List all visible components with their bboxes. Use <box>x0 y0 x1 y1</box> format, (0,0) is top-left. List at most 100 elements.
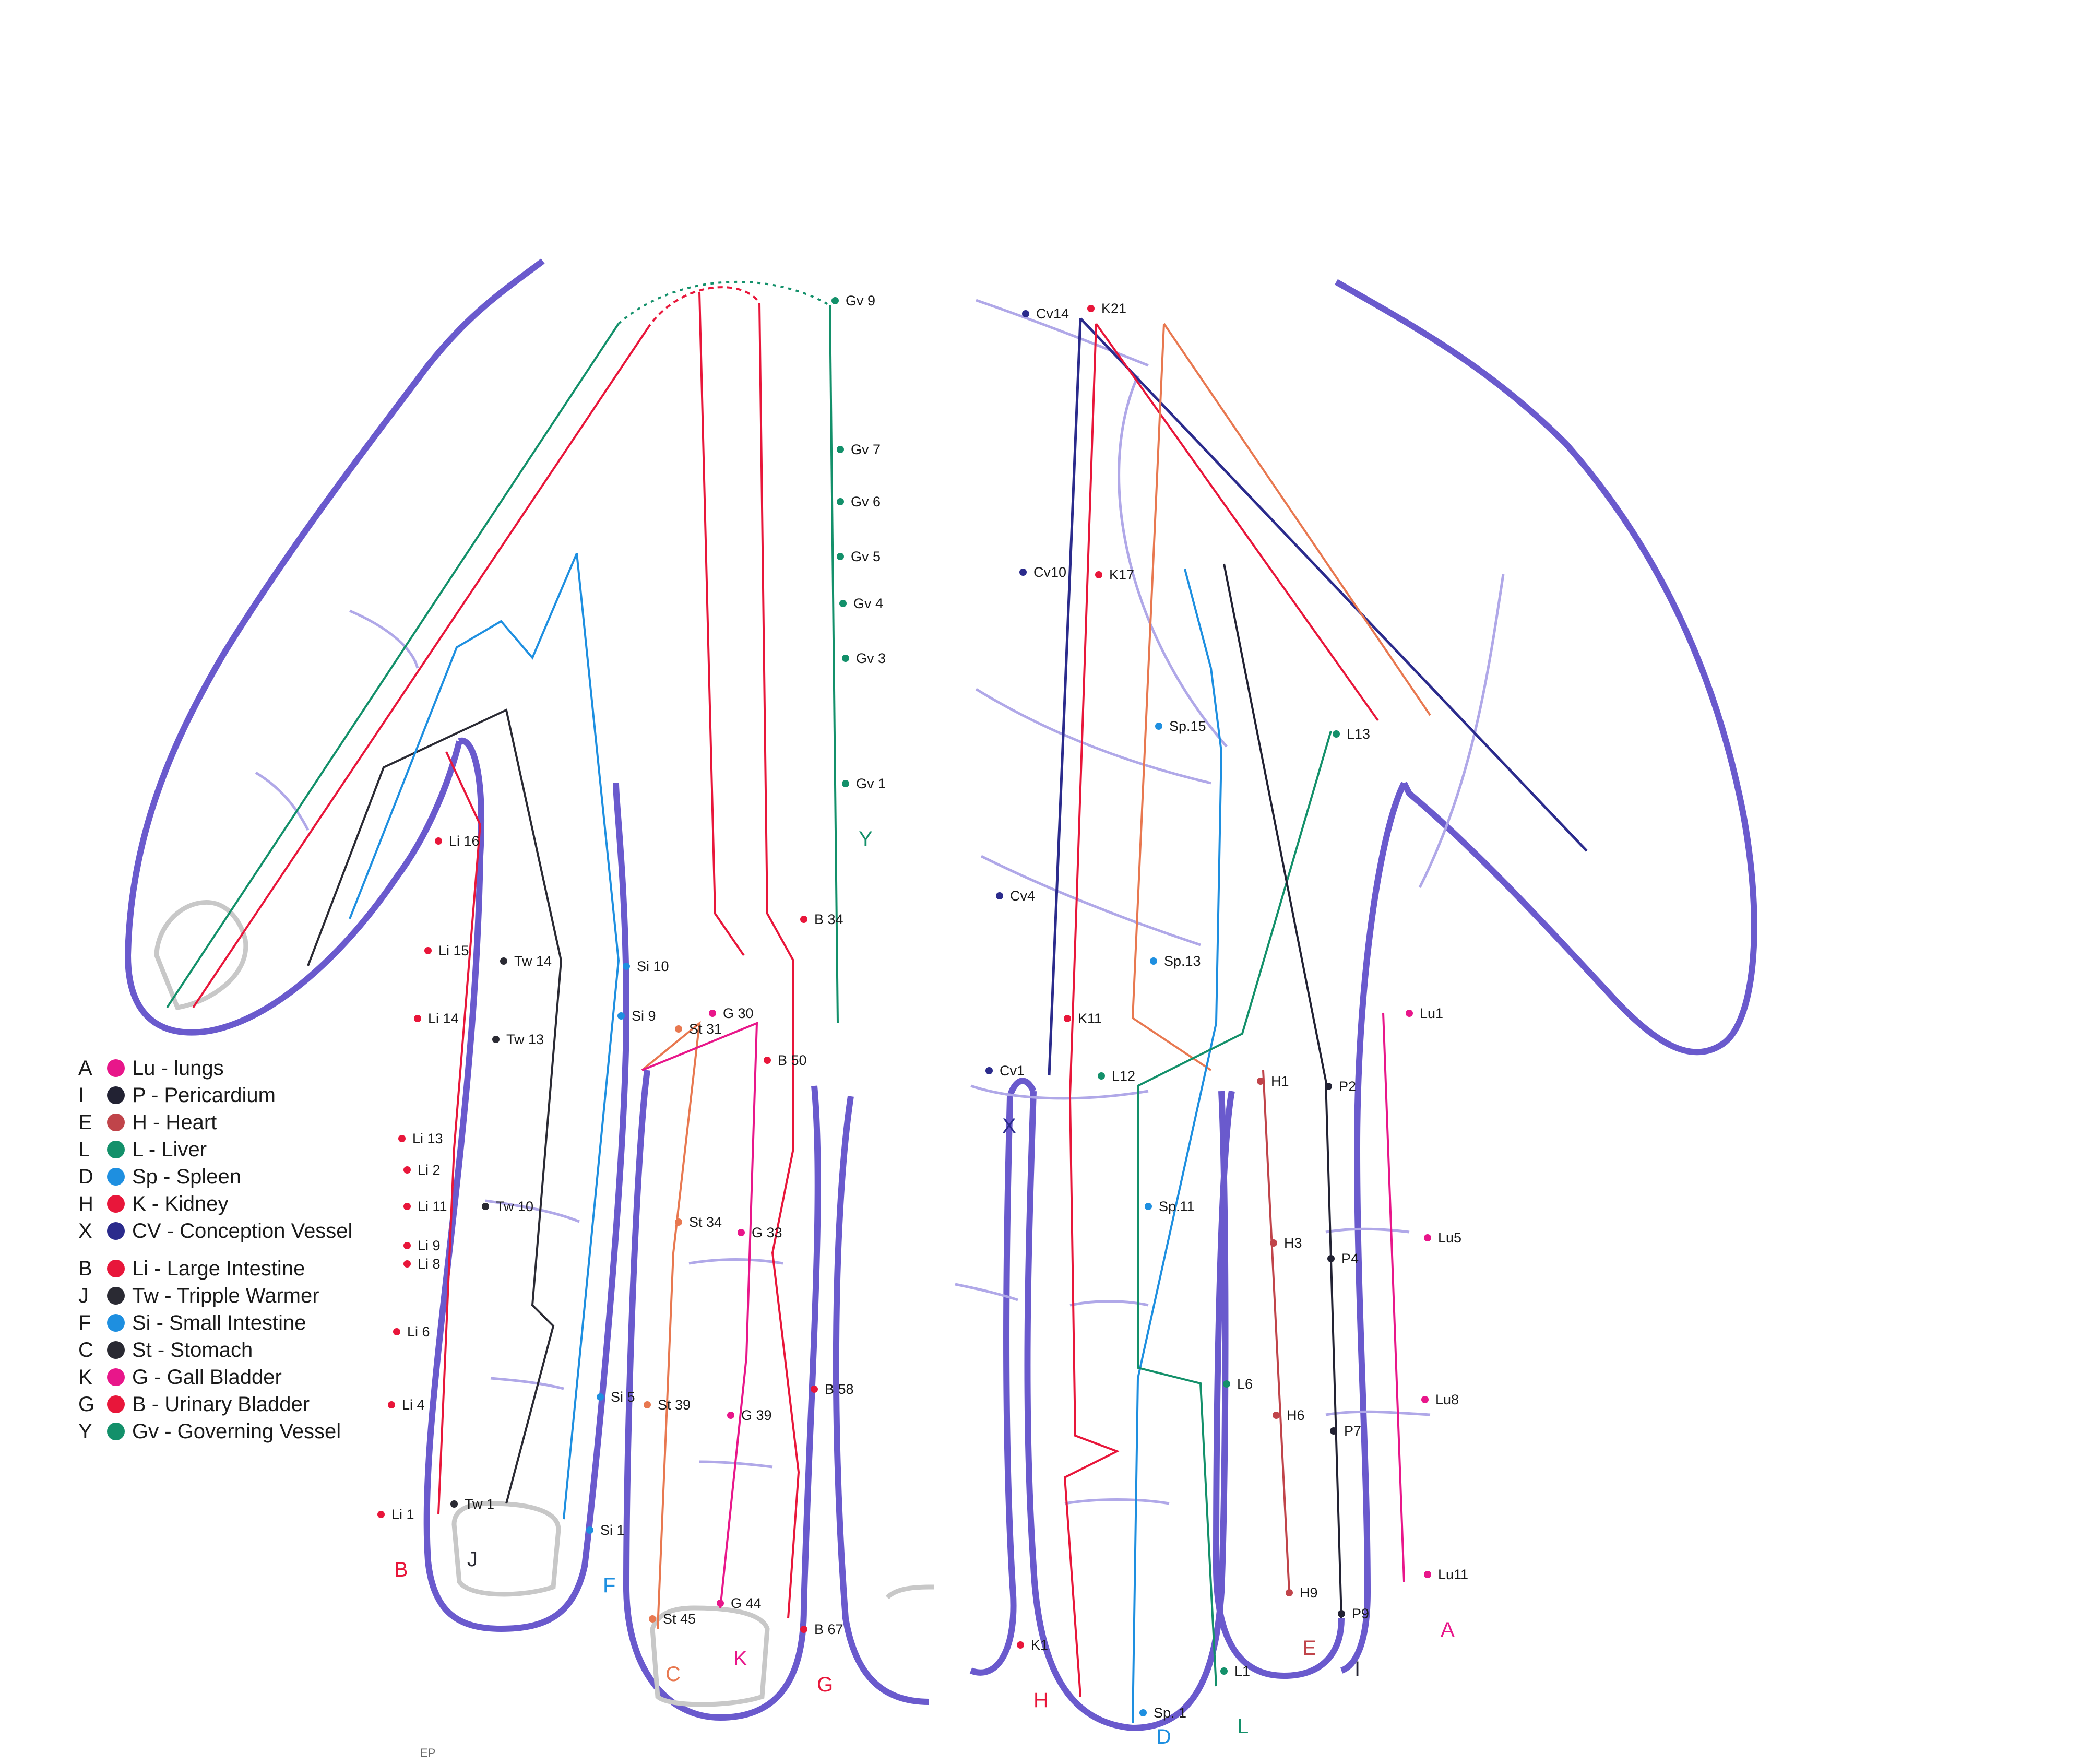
point-label-lu: Lu5 <box>1438 1230 1461 1246</box>
meridian-letter-l: L <box>1237 1715 1249 1738</box>
point-dot-g-leg <box>738 1229 745 1236</box>
point-label-cv: Cv10 <box>1033 564 1066 580</box>
point-label-li: Li 4 <box>402 1397 425 1413</box>
point-dot-si <box>586 1526 593 1534</box>
meridian-b-arc <box>647 287 759 329</box>
point-label-sp: Sp. 1 <box>1154 1705 1186 1721</box>
point-label-gv: Gv 5 <box>851 549 881 564</box>
meridian-b-line-left <box>193 329 647 1008</box>
point-label-p: P2 <box>1339 1079 1356 1094</box>
meridian-letter-lu: A <box>1441 1618 1455 1641</box>
point-label-g-leg: G 33 <box>752 1225 782 1240</box>
point-label-li: Li 8 <box>418 1256 441 1272</box>
point-dot-li <box>403 1242 411 1249</box>
legend-letter: X <box>78 1220 107 1243</box>
point-dot-gv <box>839 600 847 607</box>
meridian-gv-arc <box>619 282 830 324</box>
meridian-letter-p: I <box>1354 1658 1360 1680</box>
point-dot-g-leg <box>727 1412 734 1419</box>
point-label-p: P4 <box>1341 1251 1359 1266</box>
point-label-st: St 34 <box>689 1214 722 1230</box>
meridian-letter-cv: X <box>1002 1115 1016 1138</box>
point-dot-si <box>617 1012 625 1020</box>
point-label-h: H1 <box>1271 1073 1289 1089</box>
point-dot-tw <box>450 1500 458 1508</box>
legend-color-dot <box>107 1114 125 1131</box>
legend-letter: A <box>78 1057 107 1080</box>
point-dot-cv <box>1022 310 1029 317</box>
point-label-sp: Sp.13 <box>1164 953 1201 969</box>
meridian-b-leg-left <box>699 292 744 955</box>
point-dot-li <box>403 1166 411 1174</box>
point-dot-b-leg <box>764 1057 771 1064</box>
legend-color-dot <box>107 1141 125 1158</box>
point-label-h: H9 <box>1300 1585 1318 1601</box>
legend-color-dot <box>107 1314 125 1332</box>
point-dot-cv <box>1019 569 1027 576</box>
point-dot-l <box>1220 1667 1228 1675</box>
legend-letter: B <box>78 1257 107 1281</box>
legend-text: CV - Conception Vessel <box>132 1220 352 1243</box>
point-label-li: Li 6 <box>407 1324 430 1340</box>
point-label-l: L6 <box>1237 1376 1253 1392</box>
legend-color-dot <box>107 1260 125 1277</box>
legend-letter: E <box>78 1111 107 1134</box>
point-label-si: Si 5 <box>611 1389 635 1405</box>
point-dot-lu <box>1424 1234 1431 1241</box>
point-dot-gv <box>837 446 844 453</box>
legend-text: Lu - lungs <box>132 1057 224 1080</box>
point-label-li: Li 13 <box>412 1131 443 1146</box>
legend-letter: L <box>78 1138 107 1162</box>
footer-mark: EP <box>420 1746 435 1760</box>
point-dot-cv <box>996 892 1003 899</box>
point-label-cv: Cv1 <box>1000 1063 1025 1079</box>
point-label-b-leg: B 58 <box>825 1381 854 1397</box>
meridian-letter-sp: D <box>1156 1725 1171 1748</box>
legend-row: CSt - Stomach <box>78 1336 253 1364</box>
point-label-li: Li 14 <box>428 1011 459 1026</box>
point-dot-k <box>1095 571 1102 578</box>
legend-color-dot <box>107 1195 125 1213</box>
meridian-gv-line <box>167 324 619 1008</box>
point-dot-li <box>403 1203 411 1210</box>
legend-color-dot <box>107 1287 125 1305</box>
point-label-cv: Cv4 <box>1010 888 1035 904</box>
point-dot-sp <box>1150 957 1157 965</box>
legend-letter: H <box>78 1192 107 1216</box>
legend-text: St - Stomach <box>132 1339 253 1362</box>
point-label-p: P9 <box>1352 1606 1369 1621</box>
point-label-sp: Sp.15 <box>1169 718 1206 734</box>
point-dot-g-leg <box>709 1010 716 1017</box>
point-dot-st <box>644 1401 651 1408</box>
legend-text: Li - Large Intestine <box>132 1257 305 1281</box>
point-label-b-leg: B 50 <box>778 1052 807 1068</box>
point-label-g-leg: G 39 <box>741 1407 772 1423</box>
legend-letter: D <box>78 1165 107 1189</box>
meridian-h-line <box>1263 1070 1289 1592</box>
legend-color-dot <box>107 1395 125 1413</box>
point-label-b-leg: B 67 <box>814 1621 843 1637</box>
meridian-letter-h: E <box>1302 1637 1316 1660</box>
legend-row: FSi - Small Intestine <box>78 1309 306 1336</box>
meridian-st-left <box>642 1023 699 1629</box>
point-dot-b-leg <box>800 1626 807 1633</box>
meridian-si-line <box>350 553 619 1519</box>
point-label-si: Si 9 <box>632 1008 656 1024</box>
legend-color-dot <box>107 1341 125 1359</box>
meridian-letter-b-leg: G <box>817 1673 833 1696</box>
legend-row: IP - Pericardium <box>78 1082 276 1109</box>
point-dot-h <box>1270 1239 1277 1247</box>
point-label-gv: Gv 7 <box>851 442 881 457</box>
point-dot-tw <box>492 1036 500 1043</box>
legend-row: HK - Kidney <box>78 1190 229 1217</box>
point-dot-li <box>398 1135 406 1142</box>
point-dot-g-leg <box>717 1600 724 1607</box>
point-dot-li <box>424 947 432 954</box>
point-label-li: Li 1 <box>391 1507 414 1522</box>
legend-text: B - Urinary Bladder <box>132 1393 310 1416</box>
point-dot-lu <box>1424 1571 1431 1578</box>
legend-letter: Y <box>78 1420 107 1443</box>
point-label-st: St 45 <box>663 1611 696 1627</box>
point-dot-h <box>1273 1412 1280 1419</box>
